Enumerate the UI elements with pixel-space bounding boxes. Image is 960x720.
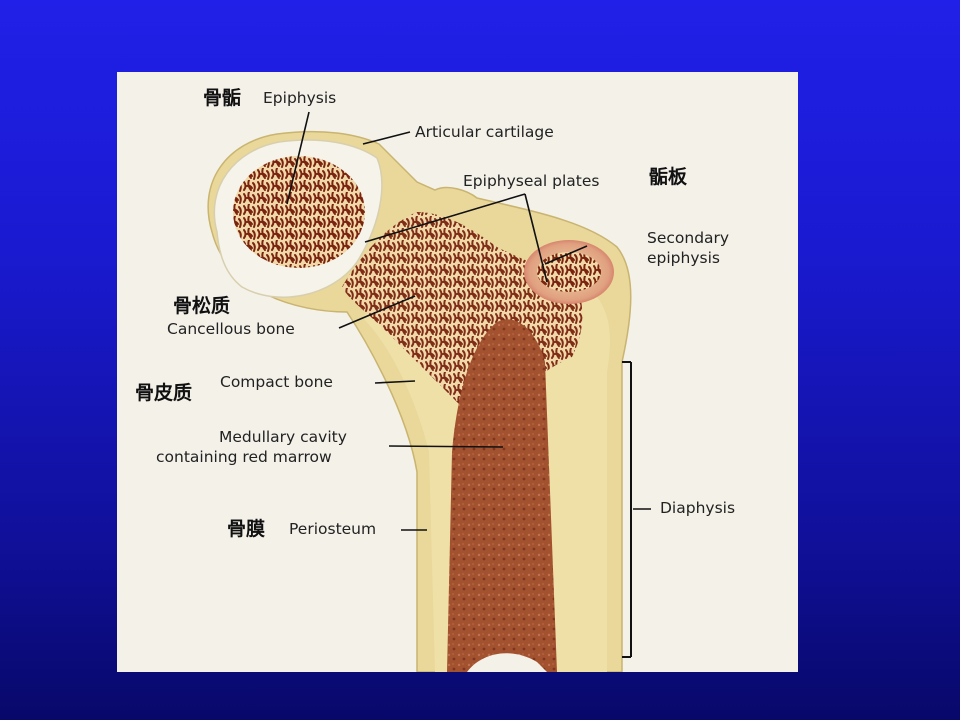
cn-label-periosteum: 骨膜 bbox=[227, 518, 266, 540]
epiphysis-region bbox=[233, 156, 365, 268]
label-articular-cartilage: Articular cartilage bbox=[415, 123, 554, 141]
label-periosteum: Periosteum bbox=[289, 520, 377, 538]
label-compact-bone: Compact bone bbox=[220, 373, 333, 391]
label-secondary-epiphysis-line2: epiphysis bbox=[647, 249, 720, 267]
label-secondary-epiphysis-line1: Secondary bbox=[647, 229, 730, 247]
diagram-panel: Epiphysis Articular cartilage Epiphyseal… bbox=[117, 72, 798, 672]
label-diaphysis: Diaphysis bbox=[660, 499, 736, 517]
label-medullary-cavity-line2: containing red marrow bbox=[156, 448, 332, 466]
cn-label-cancellous-bone: 骨松质 bbox=[173, 295, 231, 317]
cn-label-epiphysis: 骨骺 bbox=[203, 87, 242, 109]
label-epiphyseal-plates: Epiphyseal plates bbox=[463, 172, 600, 190]
cn-label-compact-bone: 骨皮质 bbox=[135, 382, 193, 404]
bone-illustration bbox=[207, 111, 651, 672]
cn-label-epiphyseal-plate: 骺板 bbox=[649, 166, 688, 188]
label-medullary-cavity-line1: Medullary cavity bbox=[219, 428, 347, 446]
label-epiphysis: Epiphysis bbox=[263, 89, 337, 107]
medullary-cavity-region bbox=[447, 319, 557, 672]
label-cancellous-bone: Cancellous bone bbox=[167, 320, 295, 338]
